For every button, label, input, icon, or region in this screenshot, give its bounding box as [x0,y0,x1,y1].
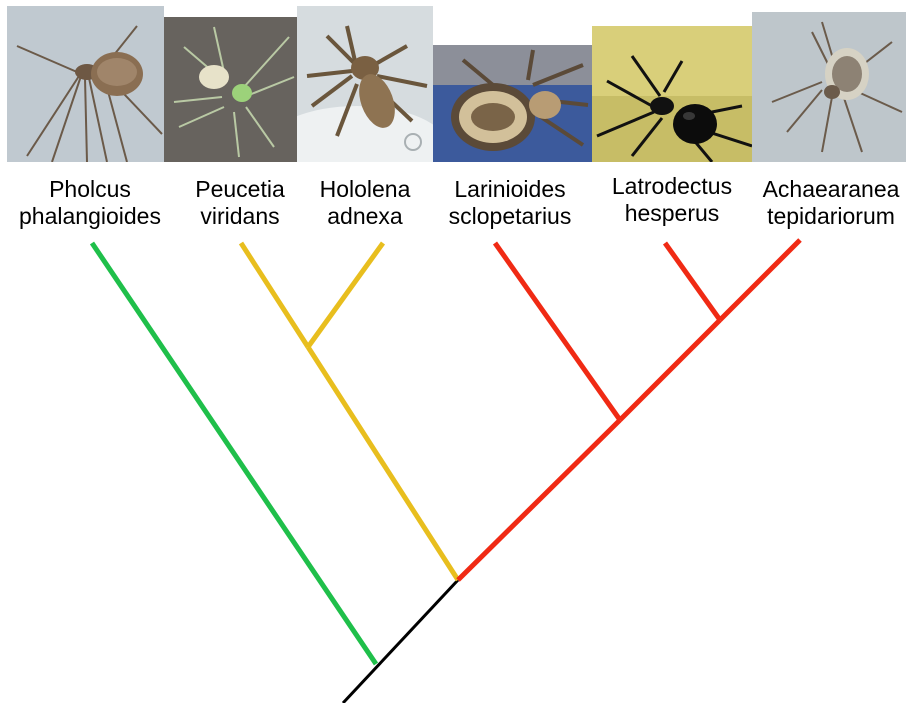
branch-pholcus [92,243,376,664]
branch-peucetia [241,243,308,347]
branch-theridiid-clade [620,320,720,420]
branch-achaearanea [720,240,800,320]
branch-larinioides [495,243,620,420]
branch-yellow-clade [308,347,458,580]
branch-latrodectus [665,243,720,320]
branch-red-clade [458,420,620,580]
branch-hololena [308,243,383,347]
